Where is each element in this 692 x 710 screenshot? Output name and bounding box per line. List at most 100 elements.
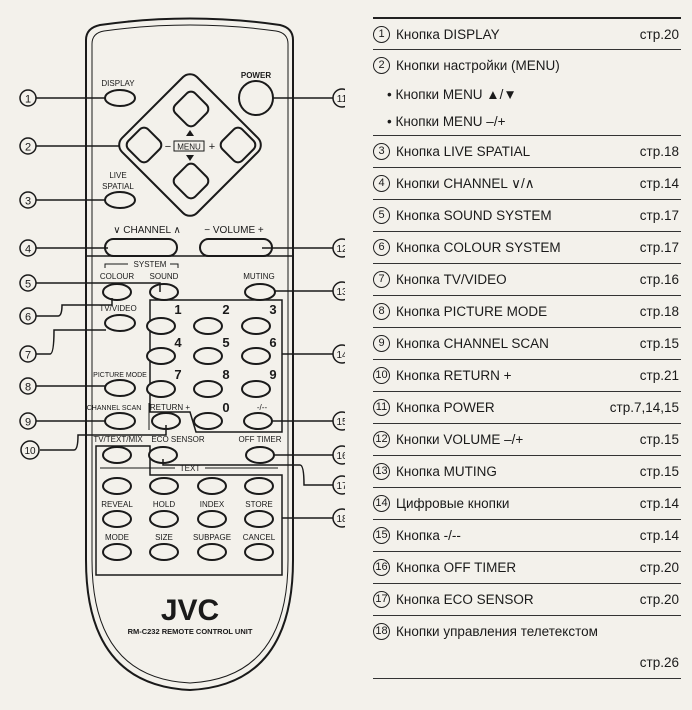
teletext-blue-button[interactable] xyxy=(244,477,274,495)
channel-scan-button[interactable] xyxy=(104,412,136,430)
menu-down-button[interactable] xyxy=(171,161,211,201)
menu-plus-button[interactable] xyxy=(218,125,258,165)
callout-16: 16 xyxy=(336,451,345,462)
row-number: 8 xyxy=(373,303,390,320)
digit-7-button[interactable] xyxy=(146,380,176,398)
off-timer-label: OFF TIMER xyxy=(239,435,282,444)
digit-8-button[interactable] xyxy=(193,380,223,398)
tv-video-label: TV/VIDEO xyxy=(99,304,136,313)
row-page: стр.18 xyxy=(639,144,679,159)
store-button[interactable] xyxy=(244,510,274,528)
hold-button[interactable] xyxy=(149,510,179,528)
teletext-green-button[interactable] xyxy=(149,477,179,495)
digit-9-label: 9 xyxy=(269,367,276,382)
tv-text-mix-label: TV/TEXT/MIX xyxy=(93,435,143,444)
menu-minus-button[interactable] xyxy=(124,125,164,165)
digit-keypad: 1 2 3 4 5 6 7 8 9 0 xyxy=(146,302,277,430)
row-number: 7 xyxy=(373,271,390,288)
row-number: 1 xyxy=(373,25,390,43)
live-label: LIVE xyxy=(109,171,126,180)
index-button[interactable] xyxy=(197,510,227,528)
size-button[interactable] xyxy=(149,543,179,561)
callout-8: 8 xyxy=(25,382,31,394)
sound-button[interactable] xyxy=(149,283,179,301)
subpage-button[interactable] xyxy=(197,543,227,561)
digit-9-button[interactable] xyxy=(241,380,271,398)
digit-7-label: 7 xyxy=(174,367,181,382)
down-arrow-icon xyxy=(186,155,194,161)
row-title: 16 Кнопка OFF TIMER xyxy=(373,559,516,576)
row-page: стр.14 xyxy=(639,176,679,191)
callout-9: 9 xyxy=(25,417,31,429)
row-number: 11 xyxy=(373,399,390,416)
off-timer-button[interactable] xyxy=(245,446,275,464)
row-number: 10 xyxy=(373,367,390,384)
row-sub-item: • Кнопки MENU ▲/▼ xyxy=(387,87,517,102)
reveal-button[interactable] xyxy=(102,510,132,528)
callout-11: 11 xyxy=(337,94,345,105)
row-number: 13 xyxy=(373,463,390,480)
menu-up-button[interactable] xyxy=(171,89,211,129)
row-number: 14 xyxy=(373,495,390,512)
row-page: стр.16 xyxy=(639,272,679,287)
colour-button[interactable] xyxy=(102,283,132,301)
channel-button[interactable] xyxy=(104,238,178,257)
tv-video-button[interactable] xyxy=(104,314,136,332)
row-page: стр.18 xyxy=(639,304,679,319)
digit-0-button[interactable] xyxy=(193,412,223,430)
row-text: Кнопка RETURN + xyxy=(396,368,512,383)
digit-5-button[interactable] xyxy=(193,347,223,365)
power-button[interactable] xyxy=(238,80,274,116)
tv-text-mix-button[interactable] xyxy=(102,446,132,464)
callout-7: 7 xyxy=(25,350,31,362)
digit-3-label: 3 xyxy=(269,302,276,317)
cancel-button[interactable] xyxy=(244,543,274,561)
row-text: Кнопка PICTURE MODE xyxy=(396,304,548,319)
teletext-yellow-button[interactable] xyxy=(197,477,227,495)
row-number: 15 xyxy=(373,527,390,544)
reveal-label: REVEAL xyxy=(101,500,133,509)
picture-mode-label: PICTURE MODE xyxy=(93,372,147,379)
row-text: Кнопка OFF TIMER xyxy=(396,560,517,575)
digit-1-button[interactable] xyxy=(146,317,176,335)
return-label: RETURN + xyxy=(150,403,191,412)
muting-button[interactable] xyxy=(244,283,276,301)
digit-2-button[interactable] xyxy=(193,317,223,335)
display-label: DISPLAY xyxy=(101,79,135,88)
digit-3-button[interactable] xyxy=(241,317,271,335)
hold-label: HOLD xyxy=(153,500,175,509)
teletext-red-button[interactable] xyxy=(102,477,132,495)
dash-button[interactable] xyxy=(243,412,273,430)
digit-4-button[interactable] xyxy=(146,347,176,365)
subpage-label: SUBPAGE xyxy=(193,533,231,542)
row-text: Кнопка -/-- xyxy=(396,528,461,543)
eco-sensor-label: ECO SENSOR xyxy=(151,435,205,444)
mode-button[interactable] xyxy=(102,543,132,561)
menu-label: MENU xyxy=(177,143,201,152)
digit-8-label: 8 xyxy=(222,367,229,382)
colour-label: COLOUR xyxy=(100,272,134,281)
callout-4: 4 xyxy=(25,244,31,256)
volume-label: − VOLUME + xyxy=(204,225,264,236)
row-number: 2 xyxy=(373,57,390,74)
row-text: Кнопки CHANNEL ∨/∧ xyxy=(396,175,535,191)
digit-4-label: 4 xyxy=(174,335,182,350)
dash-label: -/-- xyxy=(257,403,268,412)
live-spatial-button[interactable] xyxy=(104,191,136,209)
picture-mode-button[interactable] xyxy=(104,379,136,397)
callout-6: 6 xyxy=(25,312,31,324)
row-text: Цифровые кнопки xyxy=(396,496,510,511)
display-button[interactable] xyxy=(104,89,136,107)
row-number: 16 xyxy=(373,559,390,576)
digit-6-button[interactable] xyxy=(241,347,271,365)
volume-button[interactable] xyxy=(199,238,273,257)
